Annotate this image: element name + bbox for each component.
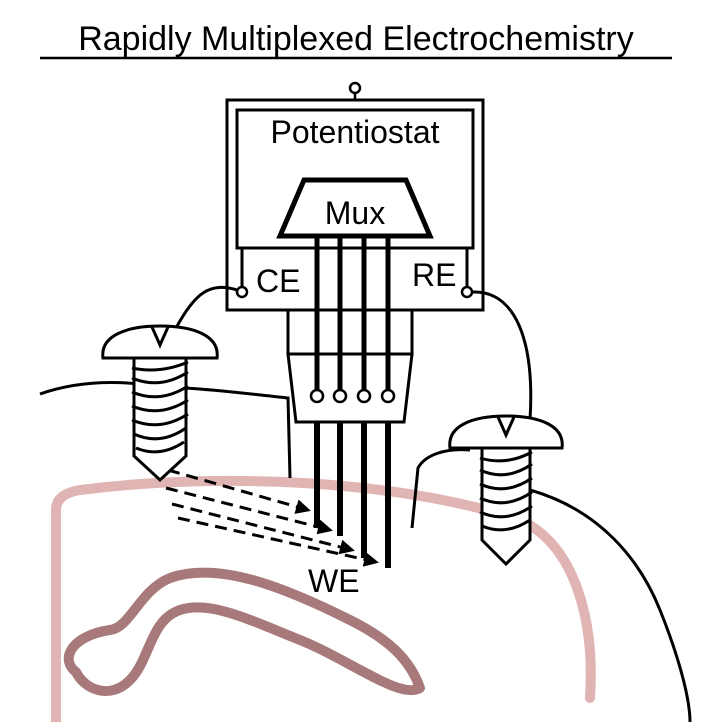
electrode-connector	[286, 308, 414, 424]
skull-line-left-outer	[39, 381, 141, 396]
current-path-arrows	[165, 468, 379, 567]
diagram-title: Rapidly Multiplexed Electrochemistry	[78, 20, 634, 58]
dashed-arrow	[171, 502, 355, 555]
skull-line-left-inner	[183, 386, 292, 479]
screw-threads	[131, 360, 189, 454]
connector-header	[286, 308, 414, 356]
potentiostat-label: Potentiostat	[271, 114, 440, 150]
screw-shank	[480, 446, 532, 567]
ce-wire	[173, 285, 238, 331]
re-terminal	[460, 285, 474, 299]
antenna-knob	[348, 81, 362, 95]
brain-inner-structure	[63, 567, 425, 696]
reference-electrode-screw	[448, 414, 564, 567]
re-wire	[471, 290, 533, 421]
working-electrodes	[314, 422, 391, 568]
we-label: WE	[308, 563, 360, 599]
counter-electrode-screw	[101, 324, 219, 483]
connector-pin	[380, 388, 396, 404]
connector-pin	[356, 388, 372, 404]
connector-pins	[309, 388, 396, 404]
connector-pin	[332, 388, 348, 404]
screw-slot	[496, 416, 516, 439]
mux-wires	[314, 236, 391, 390]
screw-slot	[150, 326, 170, 349]
potentiostat-inner-panel	[235, 108, 475, 250]
skull-line-right-inner	[410, 448, 471, 529]
ce-label: CE	[256, 263, 300, 299]
mux-block	[276, 177, 434, 239]
dashed-arrow	[167, 468, 311, 514]
re-label: RE	[412, 257, 456, 293]
mux-label: Mux	[325, 195, 385, 231]
potentiostat: Potentiostat Mux CE RE	[225, 81, 485, 312]
brain-outline	[51, 475, 596, 722]
skull-line-right-outer	[529, 488, 692, 722]
connector-body	[286, 352, 414, 424]
screw-threads	[479, 450, 533, 532]
dashed-arrow	[165, 486, 333, 535]
connector-pin	[309, 388, 325, 404]
ce-terminal	[235, 285, 249, 299]
dashed-arrow	[177, 516, 379, 567]
